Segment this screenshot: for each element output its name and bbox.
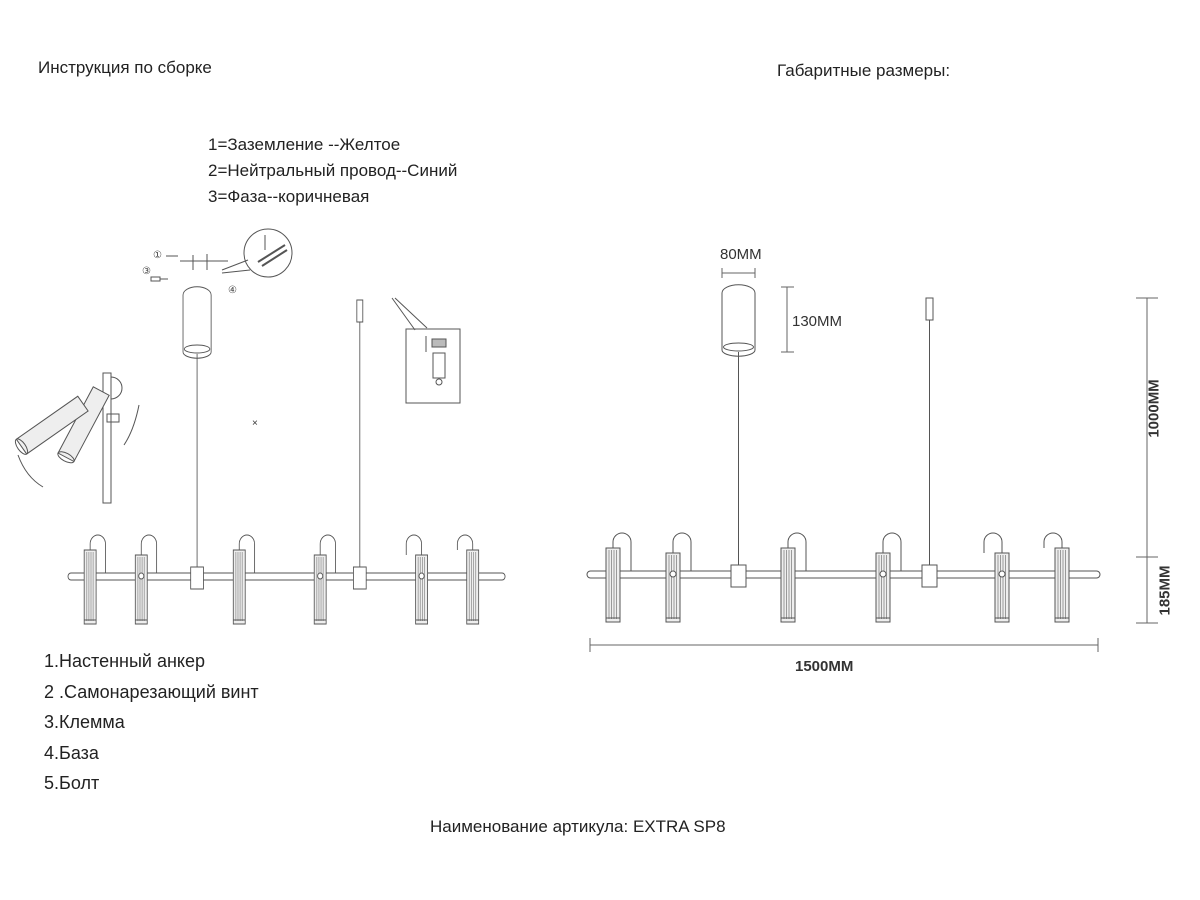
canopy <box>182 286 212 359</box>
article-name: Наименование артикула: EXTRA SP8 <box>430 817 726 836</box>
lamp-tube <box>994 552 1010 623</box>
parts-list-item: 3.Клемма <box>44 712 125 732</box>
callout-1: ① <box>153 250 162 261</box>
wiring-legend-item: 3=Фаза--коричневая <box>208 187 370 206</box>
parts-list-item: 4.База <box>44 742 99 763</box>
suspension-height-label: 1000MM <box>1145 379 1163 438</box>
lamp-arm-arch <box>1043 532 1063 571</box>
lamp-tube <box>1054 547 1070 623</box>
canopy-width-label: 80MM <box>720 246 762 263</box>
assembly-fixture-drawing <box>67 286 506 625</box>
lamp-tube <box>605 547 621 623</box>
lamp-pivot <box>317 572 324 580</box>
lamp-tube <box>466 549 480 625</box>
assembly-heading: Инструкция по сборке <box>38 58 212 77</box>
lamp-arm-arch <box>140 534 158 573</box>
center-mark: × <box>252 418 258 429</box>
mounting-detail: ① ③ ④ <box>142 228 293 296</box>
lamp-pivot <box>669 570 677 578</box>
lamp-arm-arch <box>319 534 336 573</box>
lamp-arm-arch <box>983 532 1003 571</box>
wire-connector <box>921 564 938 588</box>
parts-list-item: 2 .Самонарезающий винт <box>44 681 259 702</box>
lamp-arm-arch <box>672 532 692 571</box>
lamp-tube <box>875 552 891 623</box>
canopy-base <box>723 342 754 352</box>
dimensions-heading: Габаритные размеры: <box>777 61 951 80</box>
lamp-arm-arch <box>456 534 474 573</box>
dimension-fixture-drawing <box>586 284 1101 623</box>
lamp-arm-arch <box>89 534 106 573</box>
wiring-legend-item: 1=Заземление --Желтое <box>208 135 401 154</box>
lamp-arm-arch <box>882 532 902 571</box>
lamp-tube <box>134 554 148 625</box>
callout-3: ③ <box>142 266 151 277</box>
lamp-pivot <box>879 570 887 578</box>
total-length-label: 1500MM <box>795 658 854 675</box>
cord-cap <box>925 297 934 321</box>
parts-list: 1.Настенный анкер 2 .Самонарезающий винт… <box>44 646 259 799</box>
lamp-pivot <box>998 570 1006 578</box>
lamp-tube <box>83 549 97 625</box>
cord-cap-detail <box>391 297 461 404</box>
fixture-height-label: 185MM <box>1156 565 1174 616</box>
lamp-tube <box>313 554 327 625</box>
lamp-tube <box>232 549 246 625</box>
lamp-arm-arch <box>612 532 632 571</box>
lamp-pivot <box>418 572 425 580</box>
canopy-base <box>183 344 211 354</box>
wiring-legend-item: 2=Нейтральный провод--Синий <box>208 161 458 180</box>
lamp-pivot <box>138 572 145 580</box>
lamp-arm-arch <box>238 534 256 573</box>
lamp-tube <box>780 547 796 623</box>
lamp-tube <box>665 552 681 623</box>
parts-list-item: 5.Болт <box>44 773 100 793</box>
cord-connector <box>730 564 747 588</box>
fixture-bar <box>586 570 1101 579</box>
parts-list-item: 1.Настенный анкер <box>44 651 205 671</box>
cord-connector <box>190 566 204 590</box>
lamp-tube <box>415 554 428 625</box>
fixture-bar <box>67 572 506 581</box>
dimension-lines <box>589 268 1158 652</box>
canopy-height-label: 130MM <box>792 313 843 330</box>
lamp-arm-arch <box>787 532 807 571</box>
wire-connector <box>352 566 367 590</box>
lamp-arm-arch <box>405 534 423 573</box>
wiring-legend: 1=Заземление --Желтое 2=Нейтральный пров… <box>208 132 457 210</box>
canopy <box>721 284 756 357</box>
lamp-tilt-detail <box>14 372 140 504</box>
callout-4: ④ <box>228 285 237 296</box>
cord-cap <box>356 299 364 323</box>
